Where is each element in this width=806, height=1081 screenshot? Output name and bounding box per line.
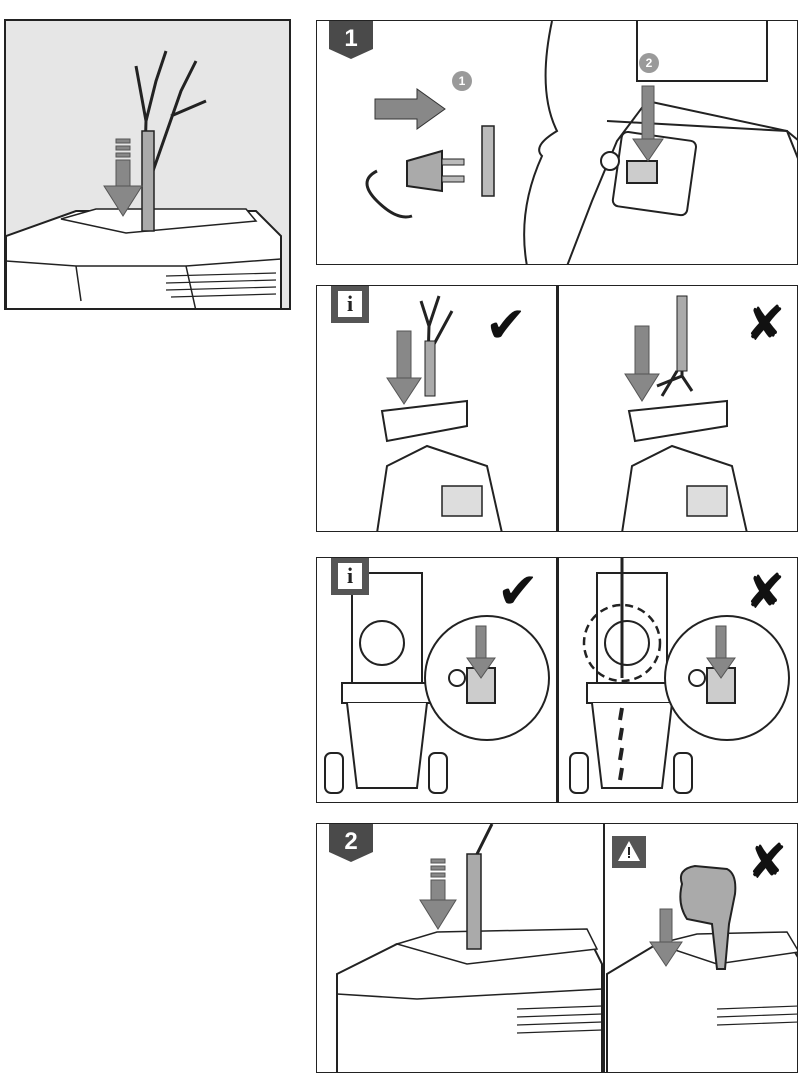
cross-icon: ✘: [747, 834, 788, 890]
callout-switch: 2: [639, 53, 659, 73]
info-icon: i: [331, 286, 369, 323]
jam-illustration: [324, 558, 790, 794]
feed-orientation-panel: i ✔ ✘: [316, 285, 798, 532]
shredder-feed-illustration: [6, 21, 289, 308]
panel-divider: [603, 824, 605, 1072]
warning-icon: [612, 836, 646, 868]
overview-panel: [4, 19, 291, 310]
push-branch-illustration: [336, 824, 797, 1072]
hand-icon: [679, 864, 737, 970]
cross-icon: ✘: [745, 564, 786, 620]
feed-orientation-illustration: [376, 295, 748, 531]
check-icon: ✔: [485, 296, 527, 354]
callout-unplug: 1: [452, 71, 472, 91]
panel-divider: [556, 286, 559, 531]
step2-panel: 2 ✘: [316, 823, 798, 1073]
cross-icon: ✘: [745, 296, 786, 352]
jam-panel: i ✔ ✘: [316, 557, 798, 803]
unplug-and-switch-illustration: [365, 21, 797, 264]
step1-panel: 1 1 2: [316, 20, 798, 265]
info-icon: i: [331, 558, 369, 595]
panel-divider: [556, 558, 559, 802]
check-icon: ✔: [497, 562, 539, 620]
